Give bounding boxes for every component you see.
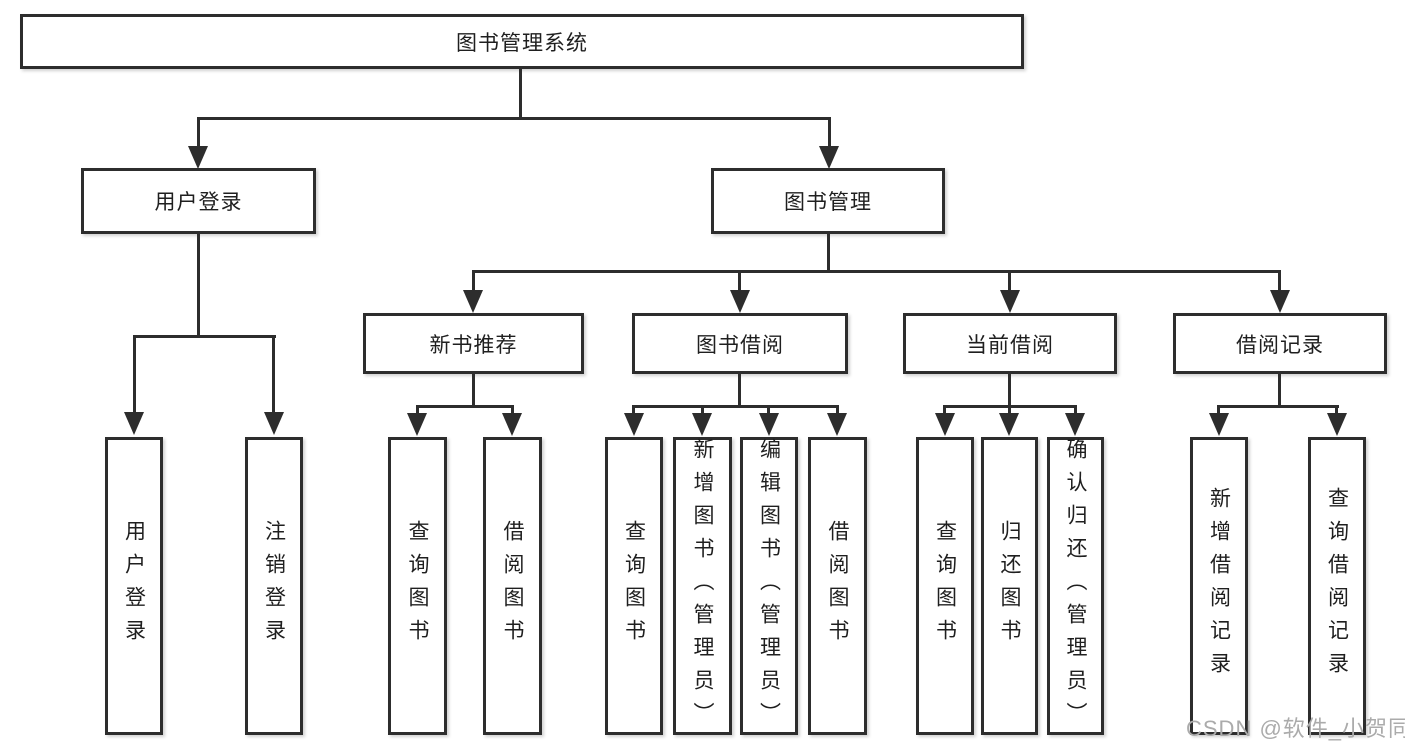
connector-line	[511, 405, 514, 415]
connector-line	[416, 405, 419, 415]
arrowhead	[624, 413, 644, 436]
node-label: 编辑图书（管理员）	[757, 437, 781, 735]
arrowhead	[827, 413, 847, 436]
connector-line	[197, 117, 831, 120]
connector-line	[827, 234, 830, 273]
node-label: 当前借阅	[966, 333, 1054, 357]
connector-line	[632, 405, 839, 408]
leaf-return-books: 归还图书	[981, 437, 1038, 735]
leaf-query-books: 查询图书	[388, 437, 447, 735]
node-label: 确认归还（管理员）	[1064, 437, 1087, 735]
node-label: 图书管理系统	[456, 31, 588, 55]
arrowhead	[407, 413, 427, 436]
node-book-management: 图书管理	[711, 168, 945, 234]
connector-line	[416, 405, 514, 408]
connector-line	[472, 270, 1281, 273]
arrowhead	[264, 412, 284, 435]
arrowhead	[124, 412, 144, 435]
node-new-book-recommendation: 新书推荐	[363, 313, 584, 374]
node-user-login: 用户登录	[81, 168, 316, 234]
connector-line	[519, 69, 522, 120]
connector-line	[133, 335, 136, 413]
connector-line	[767, 405, 770, 415]
arrowhead	[188, 146, 208, 169]
node-label: 查询图书	[622, 520, 646, 652]
connector-line	[828, 117, 831, 148]
connector-line	[133, 335, 276, 338]
connector-line	[1217, 405, 1339, 408]
node-label: 新书推荐	[429, 333, 518, 357]
node-label: 查询借阅记录	[1325, 487, 1349, 685]
arrowhead	[759, 413, 779, 436]
connector-line	[1008, 405, 1011, 415]
leaf-query-books: 查询图书	[916, 437, 974, 735]
connector-line	[1074, 405, 1077, 415]
connector-line	[1008, 374, 1011, 408]
arrowhead	[692, 413, 712, 436]
leaf-add-books-admin: 新增图书（管理员）	[673, 437, 732, 735]
arrowhead	[999, 413, 1019, 436]
node-label: 归还图书	[998, 520, 1021, 652]
node-label: 新增图书（管理员）	[691, 437, 714, 735]
node-label: 查询图书	[406, 520, 429, 652]
node-label: 用户登录	[122, 520, 146, 652]
leaf-logout-login: 注销登录	[245, 437, 303, 735]
node-label: 注销登录	[262, 520, 286, 652]
leaf-query-borrow-record: 查询借阅记录	[1308, 437, 1366, 735]
node-label: 借阅图书	[826, 520, 849, 652]
arrowhead	[1270, 290, 1290, 313]
arrowhead	[1065, 413, 1085, 436]
connector-line	[943, 405, 946, 415]
connector-line	[1008, 270, 1011, 292]
connector-line	[1335, 405, 1338, 415]
leaf-user-login: 用户登录	[105, 437, 163, 735]
connector-line	[472, 270, 475, 292]
connector-line	[632, 405, 635, 415]
arrowhead	[730, 290, 750, 313]
arrowhead	[1209, 413, 1229, 436]
leaf-borrow-books: 借阅图书	[483, 437, 542, 735]
leaf-query-books: 查询图书	[605, 437, 663, 735]
leaf-add-borrow-record: 新增借阅记录	[1190, 437, 1248, 735]
node-label: 查询图书	[933, 520, 957, 652]
node-label: 新增借阅记录	[1207, 487, 1231, 685]
node-label: 借阅图书	[501, 520, 524, 652]
leaf-borrow-books: 借阅图书	[808, 437, 867, 735]
node-label: 图书管理	[784, 191, 872, 214]
connector-line	[197, 117, 200, 148]
leaf-confirm-return-admin: 确认归还（管理员）	[1047, 437, 1104, 735]
arrowhead	[463, 290, 483, 313]
node-library-management-system: 图书管理系统	[20, 14, 1024, 69]
arrowhead	[1000, 290, 1020, 313]
connector-line	[272, 335, 275, 413]
connector-line	[738, 270, 741, 292]
connector-line	[472, 374, 475, 408]
csdn-watermark: CSDN @软件_小贺同学	[1186, 716, 1405, 741]
node-label: 用户登录	[154, 191, 243, 214]
node-borrowing-records: 借阅记录	[1173, 313, 1387, 374]
connector-line	[1278, 374, 1281, 408]
arrowhead	[819, 146, 839, 169]
connector-line	[738, 374, 741, 408]
connector-line	[197, 234, 200, 338]
arrowhead	[502, 413, 522, 436]
connector-line	[1217, 405, 1220, 415]
node-current-borrowing: 当前借阅	[903, 313, 1117, 374]
node-book-borrowing: 图书借阅	[632, 313, 848, 374]
leaf-edit-books-admin: 编辑图书（管理员）	[740, 437, 798, 735]
node-label: 借阅记录	[1236, 333, 1324, 357]
arrowhead	[1327, 413, 1347, 436]
arrowhead	[935, 413, 955, 436]
connector-line	[836, 405, 839, 415]
connector-line	[1278, 270, 1281, 292]
connector-line	[701, 405, 704, 415]
node-label: 图书借阅	[696, 333, 784, 357]
